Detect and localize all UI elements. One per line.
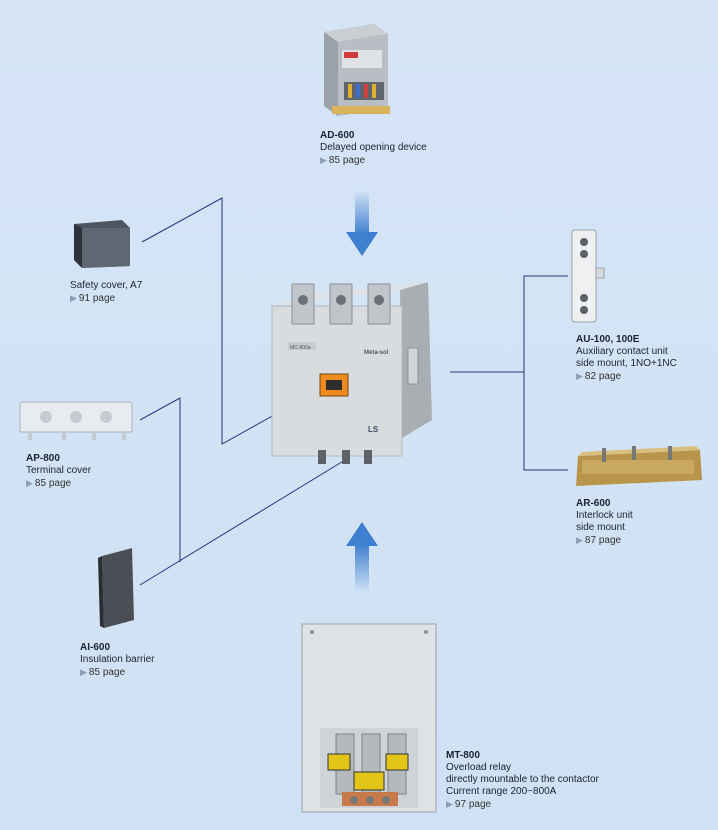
ap800-page: ▶85 page <box>26 478 72 489</box>
line-au-branch <box>523 275 568 471</box>
interlock-unit-image <box>576 446 702 486</box>
safety-cover-page: ▶91 page <box>70 293 116 304</box>
ap800-label: AP-800 Terminal cover ▶85 page <box>26 453 91 490</box>
contactor-image <box>271 282 432 464</box>
mt800-desc-2: directly mountable to the contactor <box>446 774 599 785</box>
page-marker-icon: ▶ <box>576 371 583 381</box>
ar600-code: AR-600 <box>576 498 611 509</box>
ad600-desc: Delayed opening device <box>320 142 427 153</box>
page-marker-icon: ▶ <box>576 535 583 545</box>
ar600-desc-1: Interlock unit <box>576 510 633 521</box>
safety-cover-image <box>74 220 130 268</box>
ai600-label: AI-600 Insulation barrier ▶85 page <box>80 642 154 679</box>
page-marker-icon: ▶ <box>70 293 77 303</box>
page-marker-icon: ▶ <box>446 799 453 809</box>
ai600-desc: Insulation barrier <box>80 654 155 665</box>
line-terminal-cover <box>139 397 181 562</box>
line-insulation-barrier <box>139 459 346 586</box>
safety-cover-desc: Safety cover, A7 <box>70 280 143 291</box>
ad600-device-image <box>324 24 390 116</box>
page-marker-icon: ▶ <box>320 155 327 165</box>
page-marker-icon: ▶ <box>26 478 33 488</box>
mt800-desc-3: Current range 200~800A <box>446 786 557 797</box>
ai600-code: AI-600 <box>80 642 111 653</box>
mt800-page: ▶97 page <box>446 799 492 810</box>
au100-desc-1: Auxiliary contact unit <box>576 346 668 357</box>
ad600-label: AD-600 Delayed opening device ▶85 page <box>320 130 427 167</box>
arrow-down-icon <box>346 190 378 256</box>
ad600-page: ▶85 page <box>320 155 366 166</box>
au100-label: AU-100, 100E Auxiliary contact unit side… <box>576 334 677 383</box>
ai600-page: ▶85 page <box>80 667 126 678</box>
contactor-model: MC-800a <box>290 345 311 351</box>
ar600-desc-2: side mount <box>576 522 625 533</box>
au100-page: ▶82 page <box>576 371 622 382</box>
auxiliary-contact-image <box>571 229 605 323</box>
au100-code: AU-100, 100E <box>576 334 640 345</box>
page-marker-icon: ▶ <box>80 667 87 677</box>
ar600-page: ▶87 page <box>576 535 622 546</box>
ar600-label: AR-600 Interlock unit side mount ▶87 pag… <box>576 498 633 547</box>
ad600-code: AD-600 <box>320 130 355 141</box>
contactor-maker: Meta-sol <box>364 350 389 356</box>
overload-relay-image <box>301 623 437 813</box>
contactor-brand: LS <box>368 425 379 434</box>
insulation-barrier-image <box>98 548 134 628</box>
mt800-code: MT-800 <box>446 750 480 761</box>
arrow-up-icon <box>346 522 378 594</box>
au100-desc-2: side mount, 1NO+1NC <box>576 358 677 369</box>
ap800-desc: Terminal cover <box>26 465 92 476</box>
terminal-cover-image <box>19 401 133 440</box>
safety-cover-label: Safety cover, A7 ▶91 page <box>70 280 142 305</box>
mt800-desc-1: Overload relay <box>446 762 512 773</box>
ap800-code: AP-800 <box>26 453 60 464</box>
mt800-label: MT-800 Overload relay directly mountable… <box>446 750 599 811</box>
